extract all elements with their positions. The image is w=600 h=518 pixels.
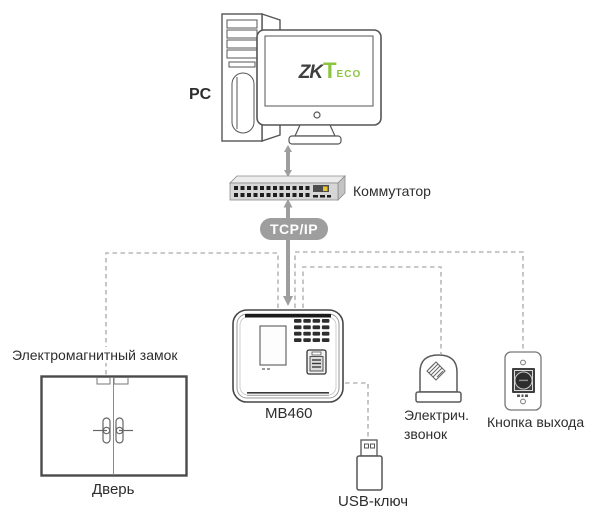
usb-label: USB-ключ <box>338 493 409 510</box>
logo-zk-text: ZK <box>298 62 323 83</box>
pc-label: PC <box>189 86 212 103</box>
lock-label: Электромагнитный замок <box>10 347 180 364</box>
usb-key-icon <box>356 439 383 491</box>
door-icon <box>40 375 188 477</box>
network-switch-icon <box>229 175 346 201</box>
bell-label-line1: Электрич. <box>404 407 470 423</box>
exit-button-icon <box>504 351 542 411</box>
monitor-icon <box>256 29 382 145</box>
fingerprint-sensor <box>306 349 327 375</box>
switch-label: Коммутатор <box>353 183 431 199</box>
logo-eco-text: ECO <box>336 69 362 80</box>
bell-hatch-diamond <box>426 361 446 381</box>
mb460-device-icon <box>232 309 344 403</box>
logo-t-text: T <box>323 58 337 83</box>
electric-bell-icon <box>415 354 462 403</box>
tcpip-badge: TCP/IP <box>260 218 328 240</box>
exit-button-label: Кнопка выхода <box>487 414 585 430</box>
door-handles <box>93 417 133 444</box>
bell-label-line2: звонок <box>404 426 448 442</box>
door-label: Дверь <box>92 481 135 498</box>
device-label: MB460 <box>265 405 313 422</box>
